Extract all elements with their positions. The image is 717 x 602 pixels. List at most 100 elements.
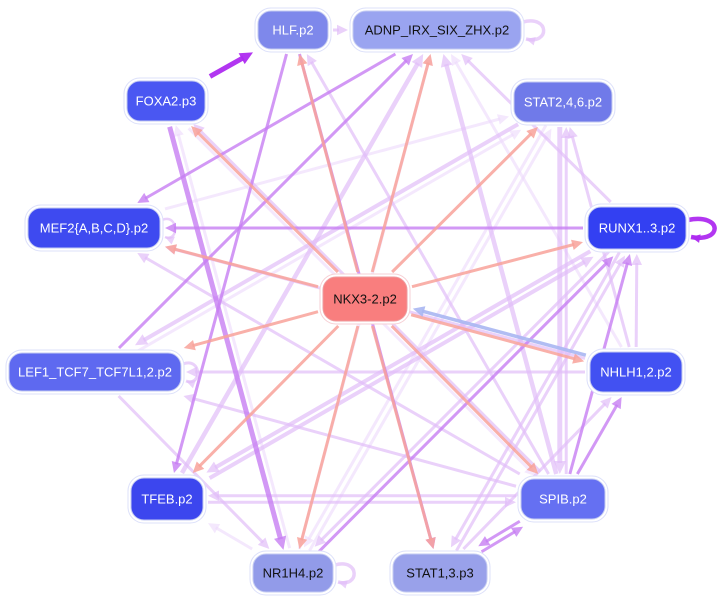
edge-arrowhead [137, 192, 150, 203]
node-SPIB[interactable]: SPIB.p2 [517, 475, 609, 523]
edge-STAT13-to-SPIB [480, 526, 524, 554]
edge-arrowhead [306, 54, 317, 67]
node-box [392, 553, 488, 593]
node-label-STAT246: STAT2,4,6.p2 [524, 95, 602, 110]
edge-arrowhead [541, 128, 552, 141]
edge-FOXA2-to-NR1H4 [167, 126, 287, 550]
node-label-FOXA2: FOXA2.p3 [136, 94, 197, 109]
edge-NHLH-to-RUNX [631, 254, 643, 348]
edge-MEF2-to-STAT246 [164, 114, 509, 211]
node-ADNP[interactable]: ADNP_IRX_SIX_ZHX.p2 [349, 7, 525, 53]
node-label-TFEB: TFEB.p2 [141, 492, 192, 507]
edge-TFEB-to-RUNX [208, 256, 594, 480]
self-loop-path [334, 562, 356, 585]
edge-arrowhead [497, 114, 509, 125]
node-STAT246[interactable]: STAT2,4,6.p2 [510, 78, 616, 126]
edge-arrowhead [691, 234, 701, 243]
edge-arrowhead [440, 54, 453, 68]
edge-line [144, 256, 521, 476]
edge-line [576, 404, 619, 475]
edge-arrowhead [208, 523, 221, 534]
node-label-NKX32: NKX3-2.p2 [333, 292, 397, 307]
edge-arrowhead [238, 52, 253, 65]
edge-arrowhead [401, 54, 413, 66]
node-TFEB[interactable]: TFEB.p2 [127, 474, 207, 524]
node-label-HLF: HLF.p2 [272, 23, 313, 38]
edge-NR1H4-to-TFEB [208, 523, 253, 551]
node-NKX32[interactable]: NKX3-2.p2 [319, 273, 411, 325]
edge-arrowhead [165, 222, 176, 234]
node-STAT13[interactable]: STAT1,3.p3 [389, 550, 491, 596]
edge-HLF-to-TFEB [171, 53, 289, 473]
node-LEF1[interactable]: LEF1_TCF7_TCF7L1,2.p2 [5, 349, 185, 395]
edge-STAT246-to-SPIB [553, 127, 567, 474]
edge-arrowhead [303, 535, 315, 548]
edge-line [137, 132, 515, 353]
node-label-NR1H4: NR1H4.p2 [263, 566, 324, 581]
edge-SPIB-to-STAT13 [478, 519, 521, 547]
edge-RUNX-to-ADNP [461, 54, 612, 204]
edge-line [208, 260, 586, 480]
edge-arrowhead [186, 366, 197, 378]
edge-arrowhead [422, 54, 433, 66]
node-box [587, 206, 687, 250]
edge-NKX32-to-NR1H4 [296, 325, 360, 549]
edge-arrowhead [425, 536, 436, 549]
node-NHLH[interactable]: NHLH1,2.p2 [586, 348, 686, 396]
edge-TFEB-to-ADNP [180, 54, 424, 475]
node-box [130, 477, 204, 521]
edge-arrowhead [450, 54, 462, 67]
edge-ADNP-to-MEF2 [137, 52, 397, 203]
edge-NKX32-to-STAT13 [370, 325, 436, 549]
edge-arrowhead [450, 535, 461, 548]
edge-SPIB-to-NHLH [576, 397, 622, 475]
edge-layer [117, 19, 717, 589]
edge-line [370, 325, 433, 541]
edge-arrowhead [137, 253, 150, 264]
node-RUNX[interactable]: RUNX1..3.p2 [584, 203, 690, 253]
node-box [126, 80, 206, 122]
edge-line [180, 61, 420, 475]
node-box [520, 478, 606, 520]
edge-arrowhead [510, 526, 524, 537]
edge-line [318, 261, 609, 553]
edge-NHLH-to-LEF1 [186, 366, 585, 378]
edge-NKX32-to-SPIB [390, 324, 539, 474]
edge-line [466, 59, 612, 204]
edge-NKX32-to-NHLH [410, 313, 585, 364]
edge-line [144, 52, 397, 200]
node-MEF2[interactable]: MEF2{A,B,C,D}.p2 [24, 204, 164, 252]
edge-line [164, 117, 501, 211]
edge-line [454, 251, 621, 541]
edge-arrowhead [208, 490, 219, 502]
edge-STAT246-to-LEF1 [135, 122, 520, 346]
edge-NKX32-to-ADNP [370, 54, 433, 273]
node-label-ADNP: ADNP_IRX_SIX_ZHX.p2 [365, 23, 510, 38]
edge-line [391, 132, 533, 274]
node-box [352, 10, 522, 50]
edge-RUNX-to-TFEB [206, 249, 592, 473]
edge-arrowhead [600, 397, 612, 409]
edge-arrowhead [186, 380, 196, 389]
edge-line [117, 59, 408, 350]
edge-STAT13-to-RUNX [455, 255, 625, 552]
node-FOXA2[interactable]: FOXA2.p3 [123, 77, 209, 125]
node-label-SPIB: SPIB.p2 [539, 492, 587, 507]
edge-arrowhead [571, 239, 583, 250]
edge-arrowhead [274, 535, 287, 550]
node-HLF[interactable]: HLF.p2 [254, 7, 332, 53]
edge-arrowhead [611, 397, 622, 410]
edge-arrowhead [631, 254, 643, 266]
edge-arrowhead [478, 536, 491, 547]
edge-arrowhead [412, 306, 426, 317]
edge-NKX32-to-FOXA2 [191, 126, 339, 274]
edge-line [634, 262, 639, 348]
edge-line [455, 262, 622, 552]
edge-RUNX-to-MEF2 [165, 222, 583, 234]
edge-arrowhead [314, 535, 327, 547]
node-NR1H4[interactable]: NR1H4.p2 [249, 550, 337, 596]
node-label-LEF1: LEF1_TCF7_TCF7L1,2.p2 [18, 365, 172, 380]
